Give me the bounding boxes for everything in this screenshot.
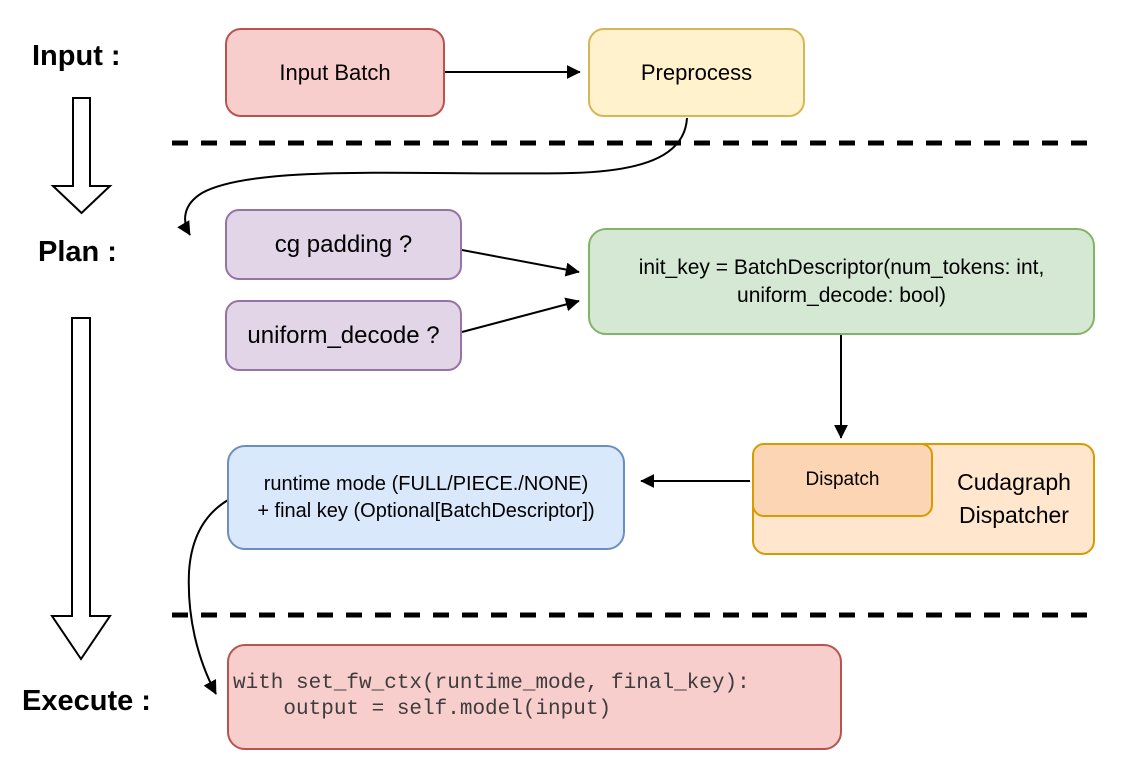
node-runtime-result: runtime mode (FULL/PIECE./NONE) + final … bbox=[227, 445, 625, 550]
hollow-arrow-input-to-plan bbox=[50, 97, 113, 215]
node-preprocess: Preprocess bbox=[588, 28, 805, 117]
node-cg-padding: cg padding ? bbox=[225, 209, 462, 280]
node-dispatch-label: Dispatch bbox=[805, 469, 880, 491]
node-input-batch: Input Batch bbox=[225, 28, 445, 117]
node-execute-code: with set_fw_ctx(runtime_mode, final_key)… bbox=[227, 644, 842, 750]
arrow-preprocess-to-cgpadding bbox=[177, 117, 688, 236]
node-runtime-result-line1: runtime mode (FULL/PIECE./NONE) bbox=[263, 473, 589, 496]
arrow-cgpadding-to-initkey bbox=[461, 249, 580, 277]
execute-code-line2: output = self.model(input) bbox=[233, 698, 612, 721]
node-uniform-decode: uniform_decode ? bbox=[225, 300, 462, 371]
node-init-key-line1: init_key = BatchDescriptor(num_tokens: i… bbox=[638, 255, 1045, 279]
hollow-arrow-plan-to-execute bbox=[50, 317, 112, 661]
stage-label-plan: Plan : bbox=[38, 236, 117, 268]
node-input-batch-label: Input Batch bbox=[279, 59, 391, 85]
node-dispatch: Dispatch bbox=[752, 443, 933, 517]
node-cudagraph-dispatcher-label: Cudagraph Dispatcher bbox=[957, 468, 1071, 528]
node-preprocess-label: Preprocess bbox=[640, 59, 753, 85]
node-runtime-result-line2: + final key (Optional[BatchDescriptor]) bbox=[257, 499, 595, 522]
node-uniform-decode-label: uniform_decode ? bbox=[247, 321, 440, 349]
stage-label-input: Input : bbox=[32, 40, 121, 72]
node-init-key: init_key = BatchDescriptor(num_tokens: i… bbox=[588, 228, 1095, 335]
node-init-key-line2: uniform_decode: bool) bbox=[737, 283, 946, 307]
arrow-runtime-to-execute bbox=[187, 499, 229, 695]
node-cg-padding-label: cg padding ? bbox=[274, 230, 413, 258]
arrow-uniformdecode-to-initkey bbox=[461, 297, 580, 333]
stage-label-execute: Execute : bbox=[22, 685, 151, 717]
execute-code-line1: with set_fw_ctx(runtime_mode, final_key)… bbox=[233, 672, 750, 696]
